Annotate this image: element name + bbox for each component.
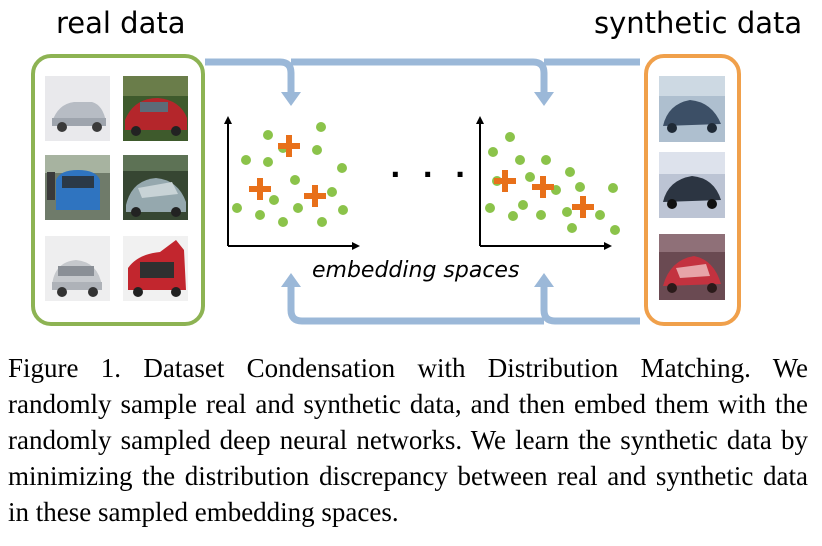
figure: real data synthetic data · · · embedding… <box>31 6 803 326</box>
embedding-axes-1 <box>224 116 360 250</box>
real-image-1 <box>45 76 110 141</box>
bottom-arrowhead-1 <box>281 273 301 287</box>
synthetic-data-box <box>644 54 741 326</box>
synthetic-image-2 <box>659 152 725 218</box>
embedding-spaces-label: embedding spaces <box>312 258 520 283</box>
real-data-box <box>31 54 205 326</box>
real-points-2 <box>485 132 620 235</box>
figure-caption: Figure 1. Dataset Condensation with Dist… <box>8 350 808 530</box>
real-image-3 <box>45 155 110 220</box>
bottom-arrow <box>287 285 640 325</box>
real-image-6 <box>123 236 188 301</box>
embedding-axes-2 <box>476 116 612 250</box>
real-data-label: real data <box>56 6 186 40</box>
real-points-1 <box>232 122 348 227</box>
real-image-2 <box>123 76 188 141</box>
diagram-canvas <box>31 54 741 326</box>
figure-title: Dataset Condensation with Distribution M… <box>143 353 751 383</box>
synthetic-points-2 <box>494 170 594 218</box>
bottom-arrowhead-2 <box>534 273 554 287</box>
synthetic-points-1 <box>249 135 326 207</box>
synthetic-image-3 <box>659 234 725 300</box>
synthetic-data-label: synthetic data <box>594 6 803 40</box>
top-arrow <box>205 58 640 94</box>
figure-number: Figure 1. <box>8 353 122 383</box>
top-arrowhead-2 <box>534 92 554 106</box>
synthetic-image-1 <box>659 76 725 142</box>
real-image-4 <box>123 155 188 220</box>
caption-body: We randomly sample real and synthetic da… <box>8 353 809 527</box>
top-arrowhead-1 <box>281 92 301 106</box>
ellipsis: · · · <box>390 158 472 191</box>
real-image-5 <box>45 236 110 301</box>
